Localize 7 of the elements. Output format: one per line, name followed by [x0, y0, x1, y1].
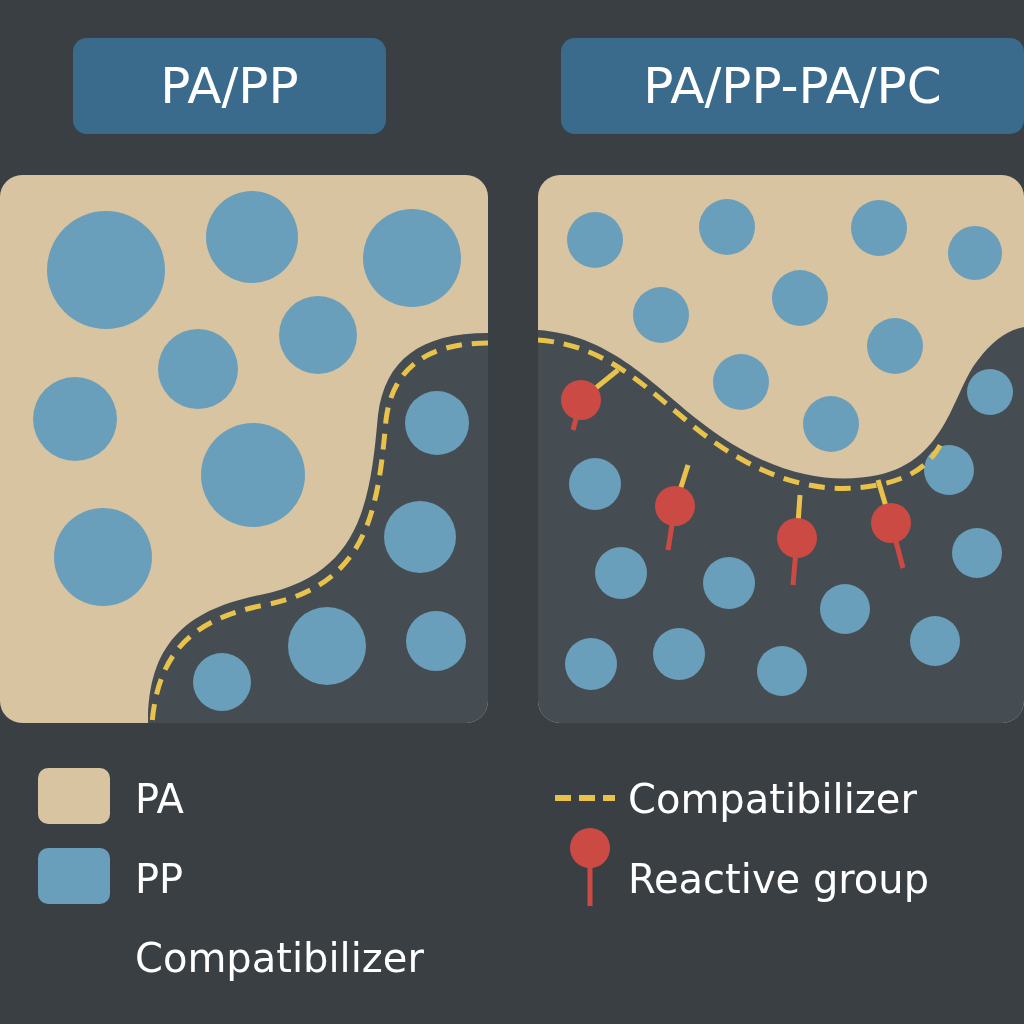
legend-label: PP — [135, 856, 184, 902]
legend-label: Compatibilizer — [135, 935, 424, 981]
panel-heading: PA/PP — [73, 38, 386, 134]
panel-heading: PA/PP-PA/PC — [561, 38, 1024, 134]
legend-label: Compatibilizer — [628, 776, 917, 822]
legend-label: Reactive group — [628, 856, 930, 902]
legend-label: PA — [135, 776, 184, 822]
